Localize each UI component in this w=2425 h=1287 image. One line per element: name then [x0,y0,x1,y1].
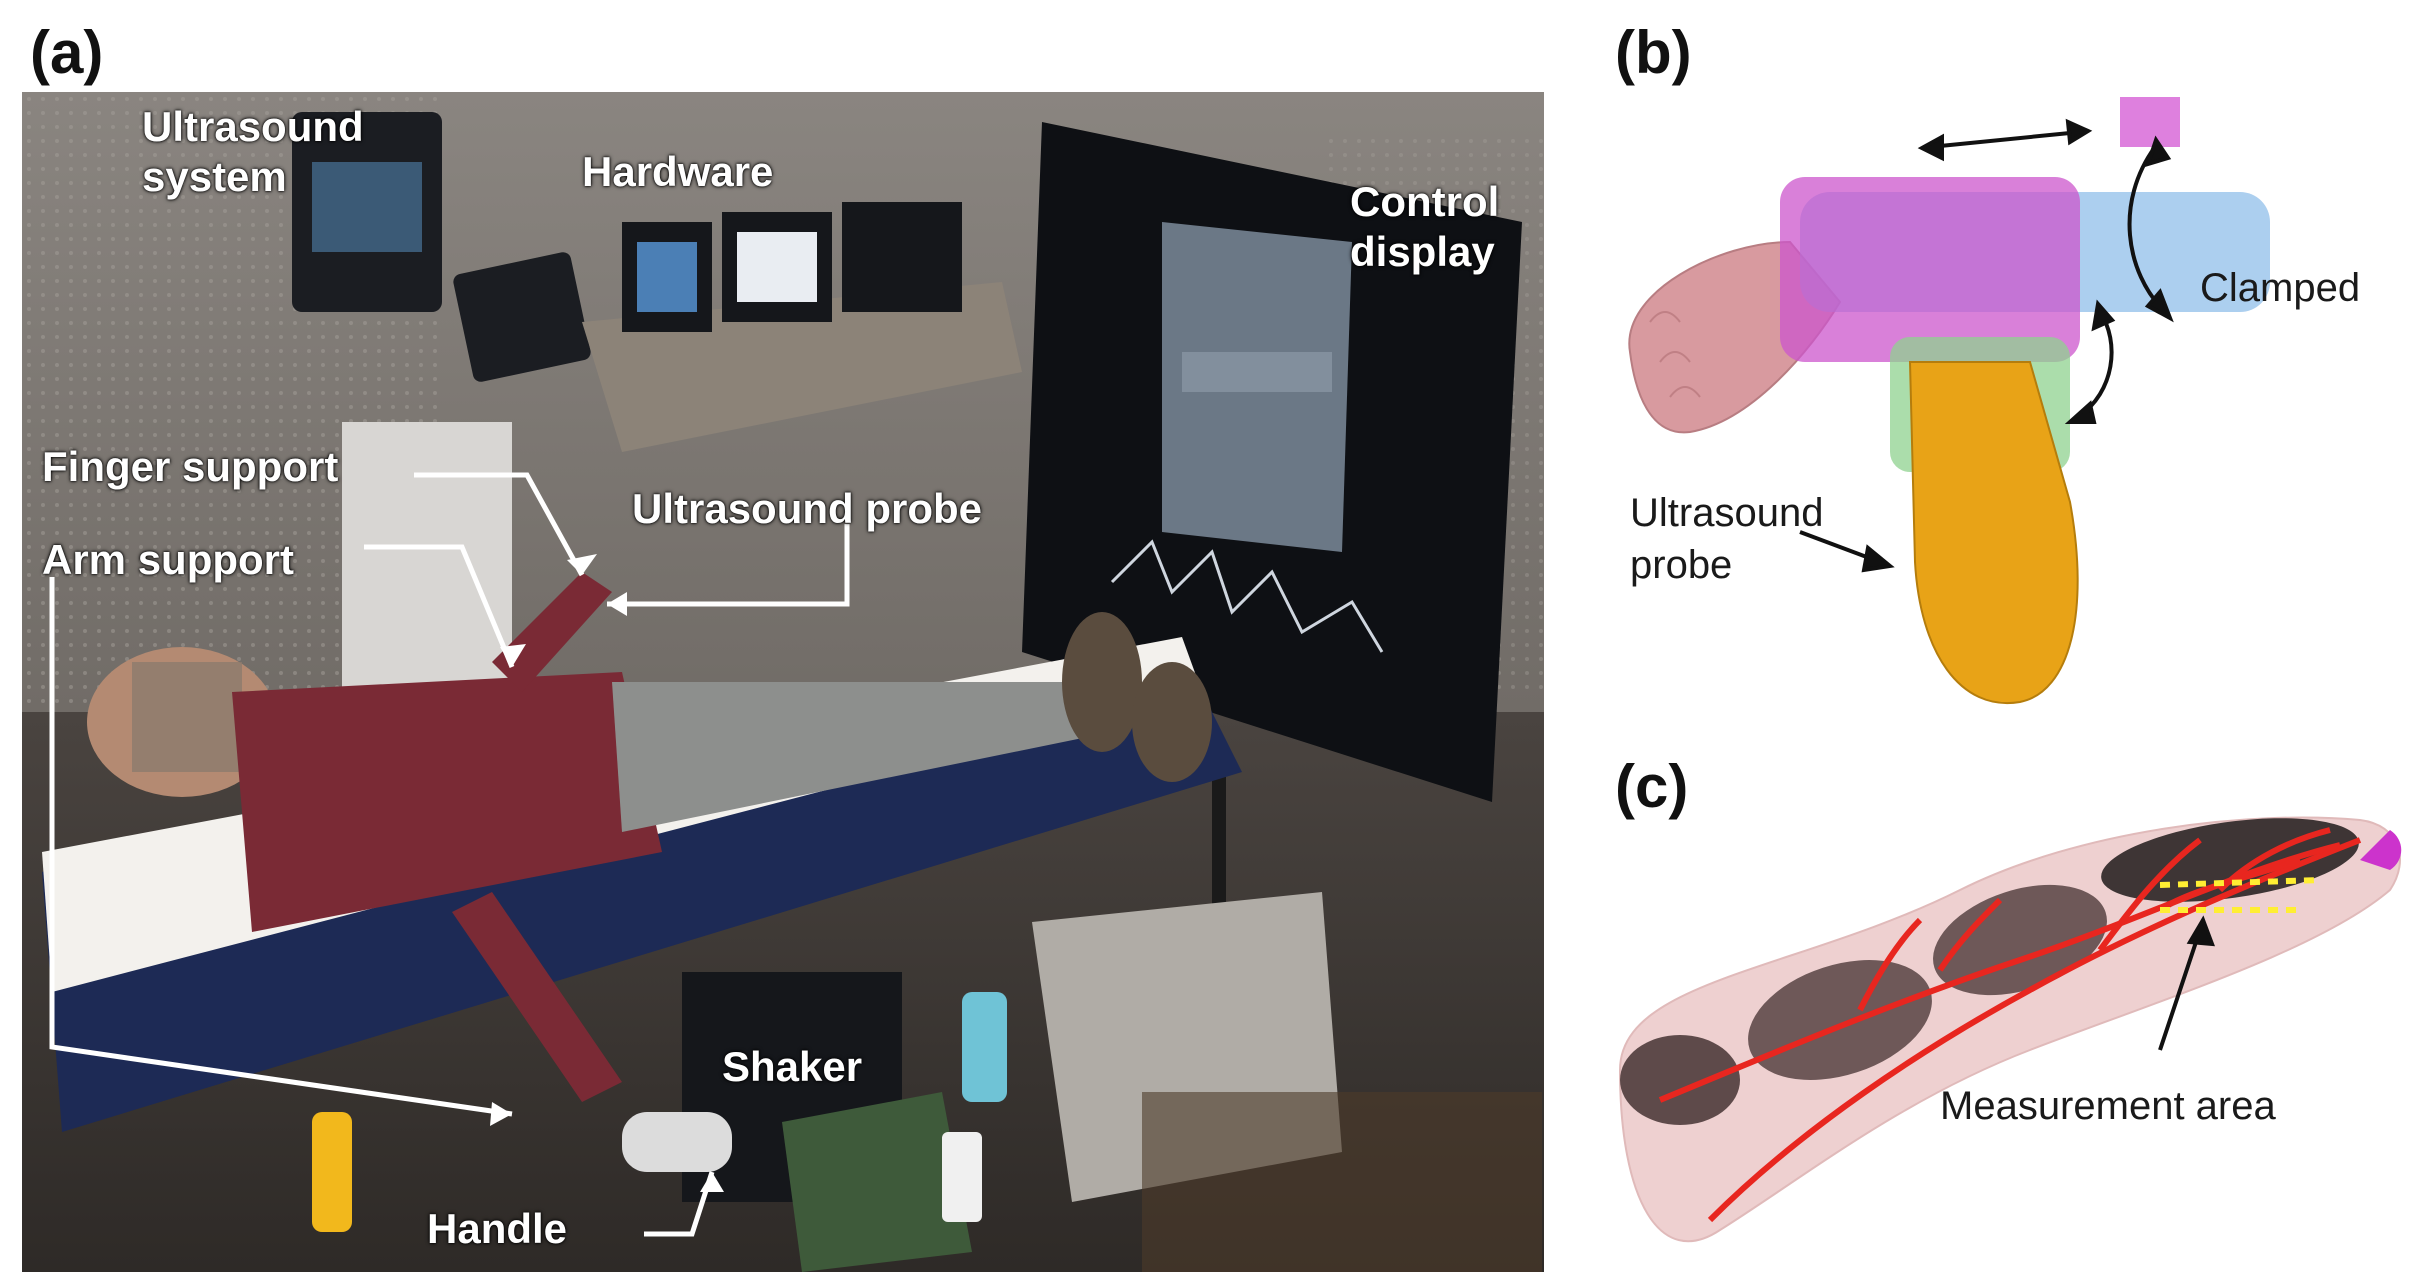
finger-support-pointer [414,472,585,577]
fingernail-marker [2360,830,2402,870]
measurement-area-marker [2159,877,2321,913]
arrowhead [700,1172,724,1192]
arm-support-pointer [364,544,515,668]
clamp-magenta-part [1780,177,2080,362]
shaker-mount [782,1092,972,1272]
spray-bottle [942,1132,982,1222]
label-ultrasound-system: Ultrasound system [142,103,364,200]
label-hardware: Hardware [582,148,774,195]
arrowhead [607,592,627,616]
clamp-screw [2120,97,2180,147]
face-blur [132,662,242,772]
proximal-bone [1620,1035,1740,1125]
handle [622,1112,732,1172]
ultrasound-probe-model [1908,361,2079,705]
pointer-lines [49,472,850,1237]
probe-clamp-diagram: Clamped Ultrasound probe [1600,92,2420,712]
label-finger-support: Finger support [42,443,339,490]
finger-vasculature-diagram: Measurement area [1600,800,2420,1270]
gel-bottle [962,992,1007,1102]
panel-a-letter: (a) [30,19,104,86]
handle-pointer [644,1171,715,1237]
label-handle: Handle [427,1205,568,1252]
clamp-rotation-arrow [2127,145,2167,314]
patient-arm-upper [492,572,612,692]
arrowhead [567,554,597,575]
lab-setup-photo: Ultrasound system Hardware Control displ… [22,92,1544,1272]
probe-clamp-drawing [1628,97,2270,705]
lab-setup-scene [22,92,1544,1272]
middle-bone-1 [1748,960,1932,1080]
measurement-pointer-arrow [2158,929,2202,1051]
arrowhead [490,1102,512,1126]
middle-bone-2 [1933,884,2107,996]
panel-c-letter: (c) [1615,753,1689,820]
label-clamped: Clamped [2200,266,2361,310]
ultrasound-screen [312,162,422,252]
panel-b-letter: (b) [1615,19,1692,86]
hardware-monitor-3 [842,202,962,312]
label-control-display: Control display [1350,178,1500,275]
patient-foot-left [1132,662,1212,782]
finger-vasculature-drawing [1618,816,2402,1243]
arm-support-pointer-lower [49,577,513,1117]
label-ultrasound-probe: Ultrasound probe [632,485,983,532]
patient-bed [42,652,1242,1132]
patient-legs [612,682,1112,832]
label-measurement-area: Measurement area [1940,1084,2276,1128]
wooden-pallet [1142,1092,1542,1272]
ultrasound-probe-pointer [607,524,850,607]
patient-torso [232,672,662,932]
patient-foot-right [1062,612,1142,752]
yellow-device [312,1112,352,1232]
label-b-ultrasound-probe: Ultrasound probe [1630,491,1824,587]
ultrasound-touchpanel [453,252,591,382]
label-shaker: Shaker [722,1043,863,1090]
patient-arm-lower [452,892,622,1102]
arrowhead [500,644,526,667]
slide-arrow [1929,130,2081,149]
control-display-waveform [1110,539,1384,653]
label-arm-support: Arm support [42,536,294,583]
